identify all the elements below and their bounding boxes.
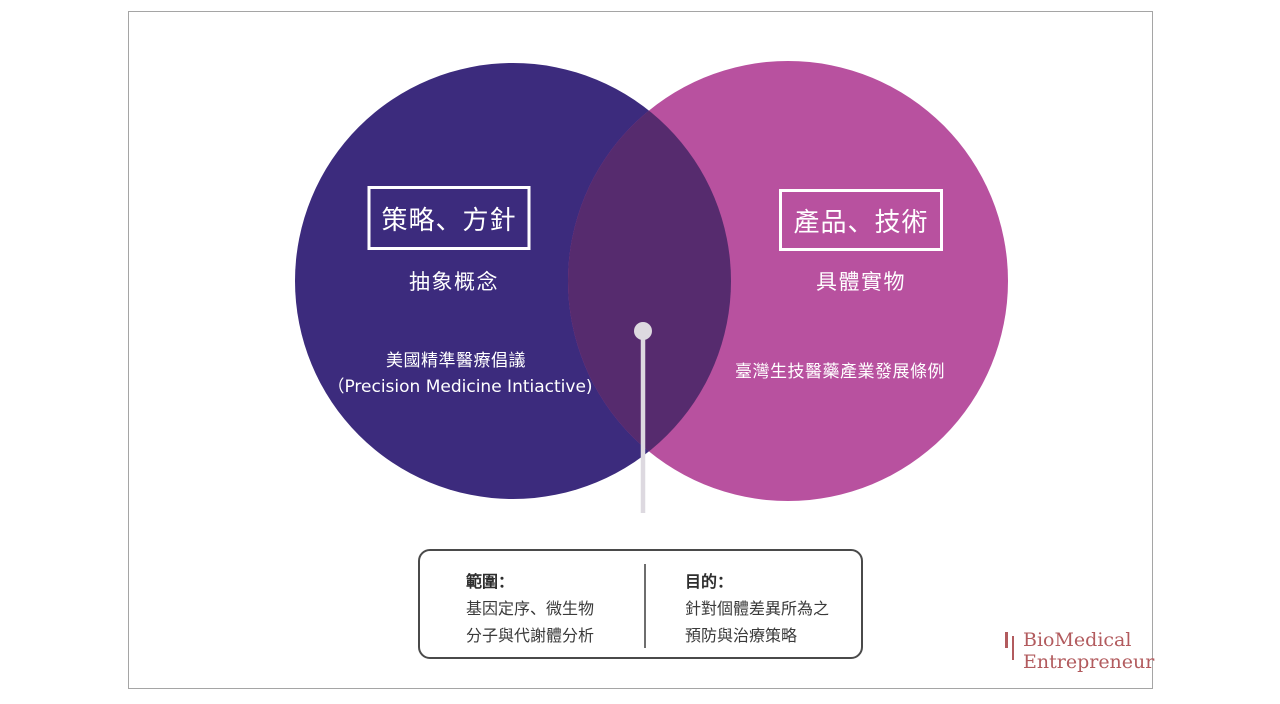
callout-scope-line2: 分子與代謝體分析 xyxy=(466,626,595,645)
left-circle-detail-line1: 美國精準醫療倡議 xyxy=(386,351,526,371)
slide-canvas: 策略、方針 抽象概念 美國精準醫療倡議 （Precision Medicine … xyxy=(128,11,1155,689)
logo-line1: BioMedical xyxy=(1023,629,1132,651)
logo-wordmark: BioMedical Entrepreneur xyxy=(1023,629,1155,673)
callout-purpose-heading: 目的： xyxy=(685,572,734,591)
logo-line2: Entrepreneur xyxy=(1023,650,1155,673)
right-circle-title: 產品、技術 xyxy=(793,207,929,238)
right-circle-title-box: 產品、技術 xyxy=(779,189,943,251)
left-circle-title: 策略、方針 xyxy=(381,205,517,236)
callout-purpose-line2: 預防與治療策略 xyxy=(685,626,798,645)
overlap-lens xyxy=(568,63,731,499)
right-circle-detail-line1: 臺灣生技醫藥產業發展條例 xyxy=(735,362,945,382)
left-circle-title-box: 策略、方針 xyxy=(367,186,531,250)
left-circle-subtitle: 抽象概念 xyxy=(409,270,499,294)
connector-dot xyxy=(634,322,652,340)
logo-bar-icon xyxy=(1011,636,1014,660)
callout-purpose-line1: 針對個體差異所為之 xyxy=(685,599,830,618)
callout-scope-line1: 基因定序、微生物 xyxy=(466,599,595,618)
right-circle-subtitle: 具體實物 xyxy=(816,270,906,294)
callout-divider xyxy=(644,564,646,648)
logo-bar-icon xyxy=(1005,632,1008,648)
callout-box: 範圍： 基因定序、微生物 分子與代謝體分析 目的： 針對個體差異所為之 預防與治… xyxy=(418,549,863,659)
callout-scope-column: 範圍： 基因定序、微生物 分子與代謝體分析 xyxy=(466,568,594,649)
callout-purpose-column: 目的： 針對個體差異所為之 預防與治療策略 xyxy=(685,568,829,649)
callout-scope-heading: 範圍： xyxy=(466,572,515,591)
left-circle-detail-line2: （Precision Medicine Intiactive) xyxy=(327,377,593,397)
venn-diagram xyxy=(295,61,1008,513)
